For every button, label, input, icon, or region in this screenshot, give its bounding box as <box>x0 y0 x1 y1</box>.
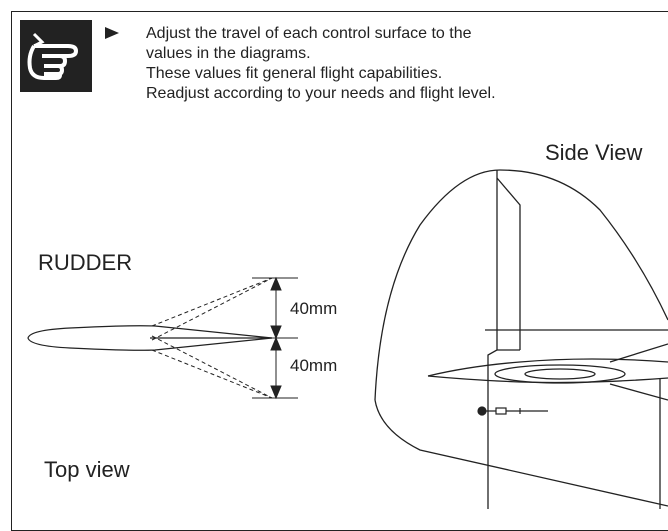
instruction-note: Adjust the travel of each control surfac… <box>146 24 656 104</box>
note-line: values in the diagrams. <box>146 45 311 62</box>
note-line: Readjust according to your needs and fli… <box>146 85 496 102</box>
rudder-label: RUDDER <box>38 250 133 275</box>
pointing-hand-icon <box>20 20 92 92</box>
travel-down-dimension: 40mm <box>290 356 338 375</box>
side-view-label: Side View <box>545 140 643 165</box>
note-line: These values fit general flight capabili… <box>146 65 443 82</box>
control-surface-drawing <box>27 169 668 509</box>
control-horn <box>477 406 548 416</box>
note-line: Adjust the travel of each control surfac… <box>146 25 472 42</box>
dimension-lines <box>252 276 298 400</box>
tail-fin-side-view <box>374 169 668 509</box>
top-view-label: Top view <box>44 457 130 482</box>
travel-up-dimension: 40mm <box>290 299 338 318</box>
rudder-airfoil <box>27 325 273 351</box>
triangle-right-icon <box>105 27 119 39</box>
rudder-deflection-lines <box>151 277 273 399</box>
